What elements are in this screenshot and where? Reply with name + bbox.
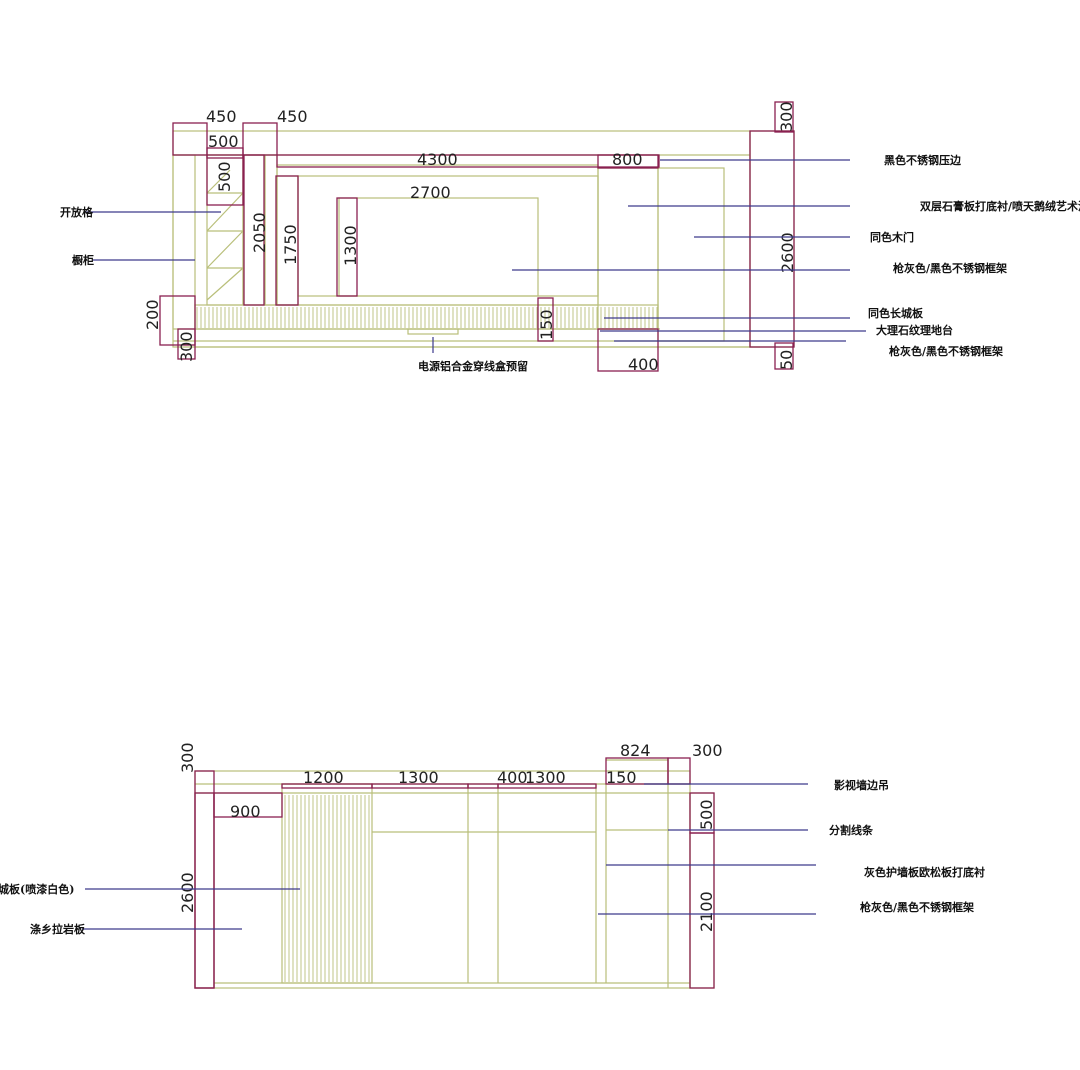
dim-2050: 2050 [250,212,269,253]
dim-1300: 1300 [341,225,360,266]
label-power-outlet: 电源铝合金穿线盒预留 [418,359,528,373]
label-same-color-grille: 同色长城板 [868,306,924,320]
dim-400: 400 [497,768,528,787]
dim-2700: 2700 [410,183,451,202]
label-same-color-door: 同色木门 [870,230,914,244]
dim-1750: 1750 [281,224,300,265]
label-gunmetal-frame: 枪灰色/黑色不锈钢框架 [860,900,974,914]
dim-150: 150 [537,309,556,340]
dim-150: 150 [606,768,637,787]
dim-300-bottom: 300 [177,331,196,362]
label-divider-line: 分割线条 [829,823,874,837]
dim-900: 900 [230,802,261,821]
label-gunmetal-frame-2: 枪灰色/黑色不锈钢框架 [889,344,1003,358]
dim-300-right: 300 [692,741,723,760]
bottom-elevation: 300 2600 900 1200 1300 400 1300 150 824 … [0,741,985,989]
dim-500-vertical: 500 [215,161,234,192]
label-gypsum-paint: 双层石膏板打底衬/喷天鹅绒艺术漆 [920,199,1080,213]
top-elevation: 450 450 500 500 300 4300 800 2700 2050 1… [60,101,1080,374]
dim-500: 500 [697,799,716,830]
dim-4300: 4300 [417,150,458,169]
dim-1300-b: 1300 [525,768,566,787]
label-steel-trim: 黑色不锈钢压边 [884,153,962,167]
bottom-outer-frame [194,770,691,989]
cabinet-side [172,154,196,330]
label-grille-board: 城板(喷漆白色) [0,882,74,896]
dim-450-right: 450 [277,107,308,126]
label-marble-platform: 大理石纹理地台 [876,323,953,337]
label-open-shelf: 开放格 [60,205,94,219]
dim-2100: 2100 [697,891,716,932]
label-gray-panel: 灰色护墙板欧松板打底衬 [864,865,985,879]
dim-800: 800 [612,150,643,169]
dim-300-top: 300 [777,101,796,132]
dim-2600: 2600 [178,872,197,913]
grille-board-panel [281,783,373,984]
label-latin-board: 涤乡拉岩板 [30,922,86,936]
dim-50: 50 [777,350,796,370]
dim-1300-a: 1300 [398,768,439,787]
dim-200: 200 [143,299,162,330]
label-gunmetal-frame-1: 枪灰色/黑色不锈钢框架 [893,261,1007,275]
dim-1200: 1200 [303,768,344,787]
dim-450-left: 450 [206,107,237,126]
tv-recess [338,197,539,297]
dim-500-horizontal: 500 [208,132,239,151]
dim-2600: 2600 [778,232,797,273]
label-curtain-box: 影视墙边吊 [834,778,889,792]
dim-824: 824 [620,741,651,760]
label-cabinet: 橱柜 [72,253,94,267]
dim-300-left: 300 [178,742,197,773]
dim-400: 400 [628,355,659,374]
